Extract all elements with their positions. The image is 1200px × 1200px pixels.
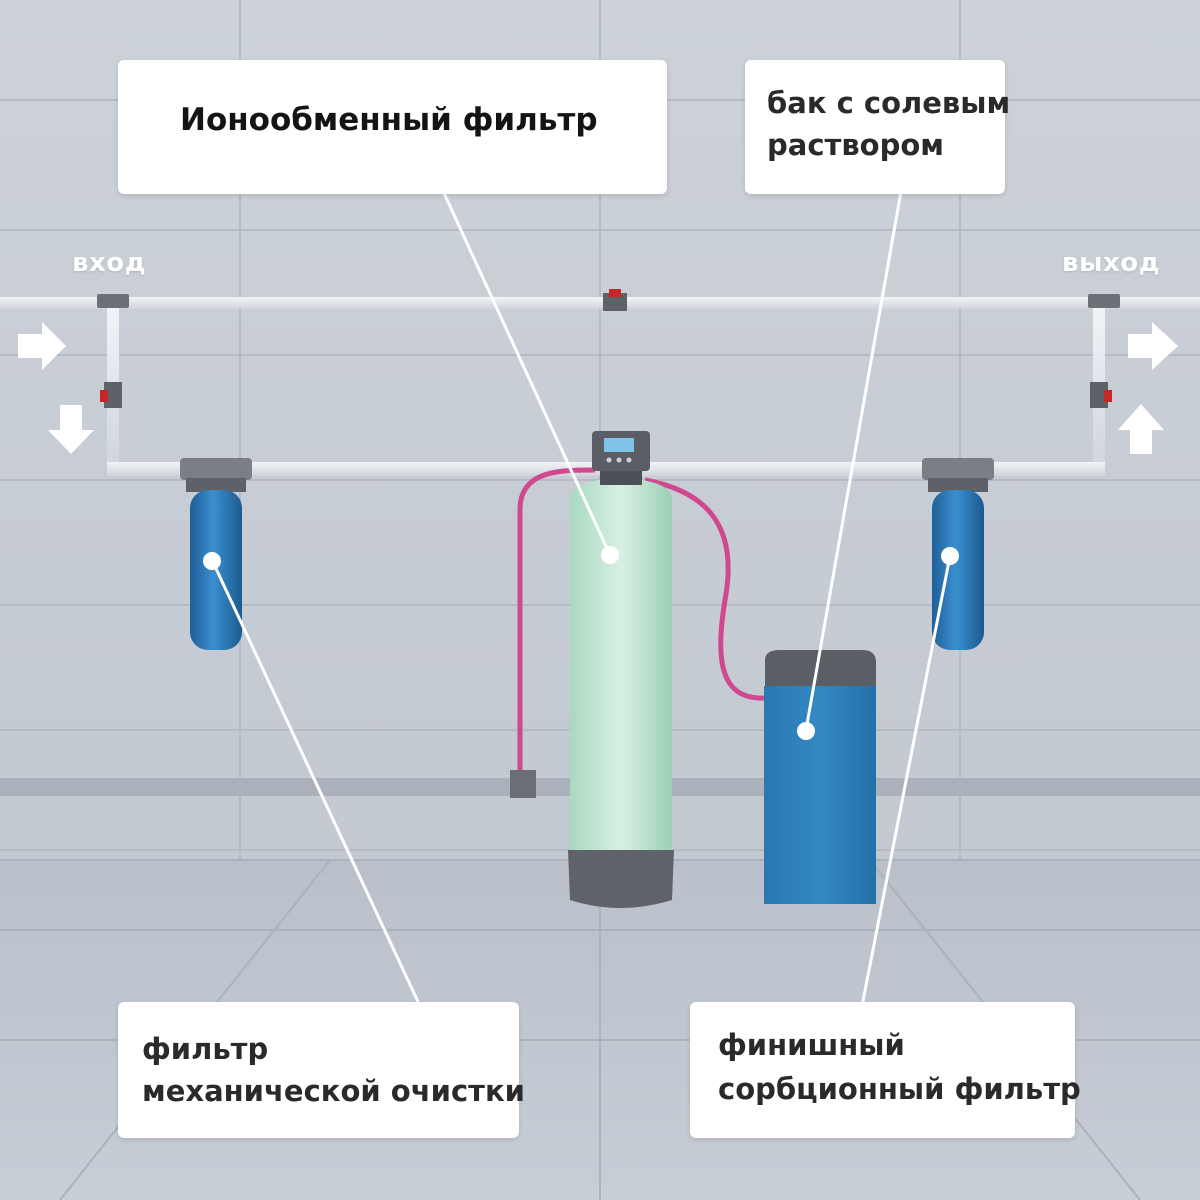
ion-filter-label: Ионообменный фильтр: [180, 102, 598, 138]
callout-dots: [203, 546, 959, 740]
brine-tank-label-line-2: раствором: [767, 128, 944, 162]
brine-hose: [517, 467, 596, 770]
control-head-icon: [592, 431, 650, 485]
valve-icon: [603, 289, 627, 311]
valve-icon: [1090, 382, 1112, 408]
brine-tank-label-box: бак с солевым раствором: [745, 60, 1010, 194]
brine-tank-label-line-1: бак с солевым: [767, 86, 1011, 120]
leader-lines: [210, 179, 952, 1007]
outlet-label: выход: [1062, 248, 1161, 278]
drain-tee: [510, 770, 536, 798]
mechanical-filter: [180, 458, 252, 650]
sorb-filter-label-box: финишный сорбционный фильтр: [690, 1002, 1081, 1138]
mech-filter-label-line-1: фильтр: [142, 1032, 269, 1066]
inlet-label: вход: [72, 248, 147, 278]
sorb-filter-label-line-1: финишный: [718, 1028, 905, 1062]
mech-filter-label-box: фильтр механической очистки: [118, 1002, 525, 1138]
valve-icon: [100, 382, 122, 408]
ion-filter-label-box: Ионообменный фильтр: [118, 60, 667, 194]
sorb-filter-label-line-2: сорбционный фильтр: [718, 1072, 1081, 1106]
ion-exchange-tank: [568, 478, 674, 908]
mech-filter-label-line-2: механической очистки: [142, 1074, 525, 1108]
arrow-right-icon: [18, 322, 66, 370]
arrow-down-icon: [48, 405, 94, 454]
brine-tank: [764, 650, 876, 904]
sorption-filter: [922, 458, 994, 650]
brine-hose-tank: [644, 477, 766, 701]
arrow-up-icon: [1118, 404, 1164, 454]
main-pipe: [0, 297, 1200, 309]
arrow-right-icon: [1128, 322, 1178, 370]
inlet-tee: [97, 294, 129, 308]
outlet-tee: [1088, 294, 1120, 308]
